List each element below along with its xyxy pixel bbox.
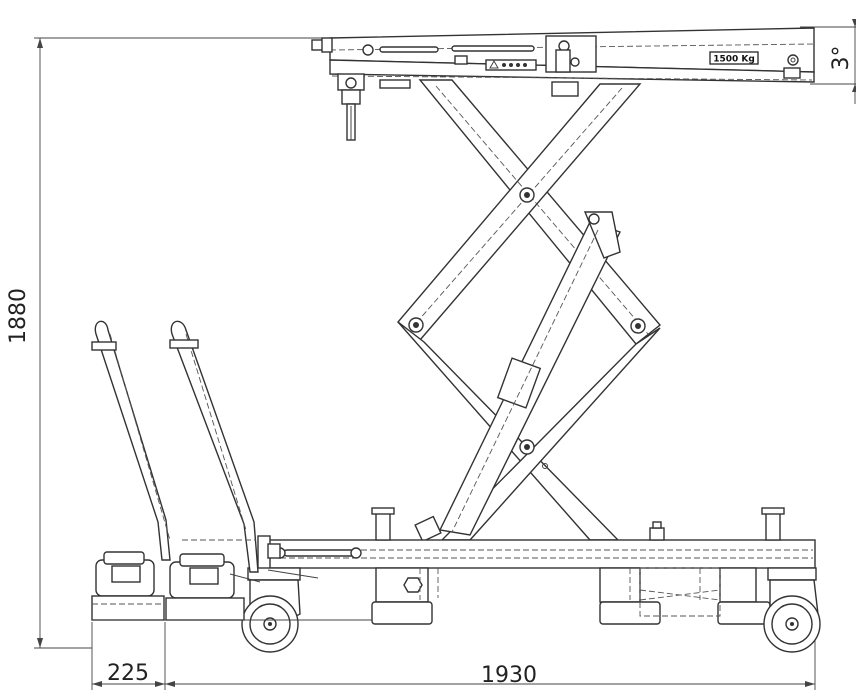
height-label: 1880 — [6, 288, 31, 344]
top-slider-left — [379, 79, 411, 89]
top-slider-mid — [551, 81, 579, 97]
hydraulic-cylinder — [414, 211, 621, 543]
pump-pedal-rear — [91, 551, 165, 621]
tilt-dimension: 3° — [800, 19, 856, 104]
front-wheel — [241, 567, 319, 653]
top-platform: 1500 Kg — [311, 27, 815, 83]
handle-offset-label: 225 — [107, 661, 149, 686]
height-dimension: 1880 — [6, 37, 330, 649]
pump-pedal-front — [165, 553, 261, 621]
tilt-label: 3° — [829, 46, 854, 71]
rear-wheel — [763, 567, 821, 653]
handle-front — [169, 320, 259, 573]
scissor-mechanism — [397, 79, 662, 541]
bottom-dimensions: 225 1930 — [91, 620, 816, 690]
platform-pin — [337, 73, 365, 141]
length-label: 1930 — [481, 663, 537, 688]
base-frame — [257, 507, 816, 625]
capacity-label: 1500 Kg — [713, 55, 755, 65]
handle-rear — [91, 320, 171, 561]
